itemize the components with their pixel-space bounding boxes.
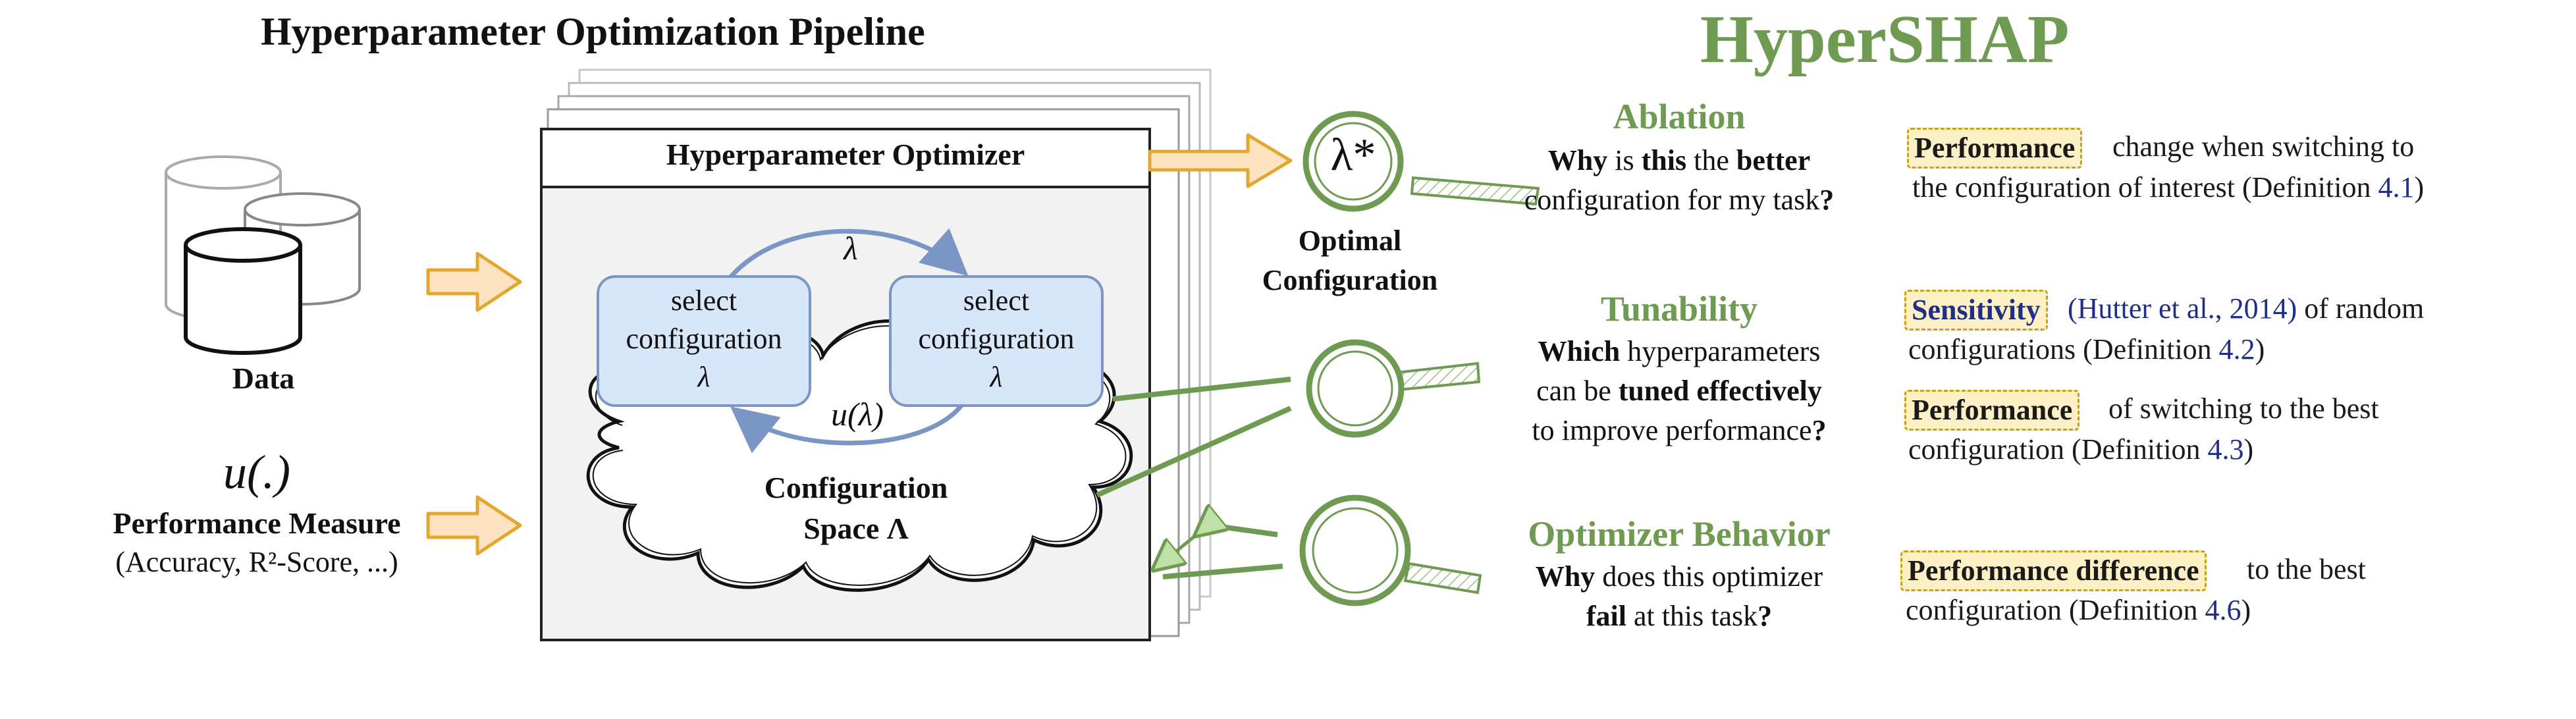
optimal-symbol: λ* <box>1330 130 1376 180</box>
section-title-tunability: Tunability <box>1600 289 1758 329</box>
question-line: Why is this the better <box>1482 141 1877 180</box>
question-segment: does this optimizer <box>1595 560 1823 593</box>
select-box-left <box>597 275 811 407</box>
optimal-label-line-2: Configuration <box>1262 264 1438 296</box>
select-left-line-2: configuration <box>626 323 782 355</box>
definition-sensitivity-tail: ) <box>2255 333 2265 365</box>
question-segment: ? <box>1819 184 1835 216</box>
definition-tunability-line2: configuration (Definition 4.3) <box>1908 431 2253 469</box>
optimal-label-line-1: Optimal <box>1298 225 1402 257</box>
data-input-arrow <box>426 252 522 312</box>
select-box-right-text: select configuration λ <box>890 282 1102 396</box>
question-line: configuration for my task? <box>1482 180 1877 220</box>
question-segment: better <box>1736 144 1811 176</box>
performance-symbol: u(.) <box>223 446 290 498</box>
optimal-output-arrow <box>1148 133 1293 188</box>
question-segment: Which <box>1538 335 1621 367</box>
optimal-label: Optimal Configuration <box>1238 221 1462 300</box>
definition-optimizer-rest: to the best <box>2247 553 2366 585</box>
question-segment: configuration for my task <box>1524 184 1820 216</box>
lambda-arrow <box>729 228 969 279</box>
select-left-line-3: λ <box>697 361 711 393</box>
tunability-connector-2 <box>1096 406 1292 498</box>
definition-ablation-tail: ) <box>2414 171 2425 203</box>
performance-sub: (Accuracy, R²-Score, ...) <box>115 546 398 578</box>
magnifier-optimal-icon <box>1302 111 1540 212</box>
u-lambda-arrow <box>730 404 963 454</box>
arrow-bottom-label: u(λ) <box>831 396 884 433</box>
select-box-left-text: select configuration λ <box>598 282 810 396</box>
definition-tunability-ref[interactable]: 4.3 <box>2207 433 2244 466</box>
question-segment: Why <box>1535 560 1596 593</box>
question-line: can be tuned effectively <box>1482 371 1877 411</box>
optimizer-title: Hyperparameter Optimizer <box>666 138 1025 171</box>
question-segment: ? <box>1758 600 1773 632</box>
question-segment: hyperparameters <box>1620 335 1821 367</box>
performance-label: Performance Measure <box>113 506 401 540</box>
cloud-label: Configuration Space Λ <box>711 467 1001 549</box>
definition-optimizer-line2-text: configuration (Definition <box>1906 594 2205 626</box>
select-left-line-1: select <box>670 284 738 317</box>
select-box-right <box>889 275 1104 407</box>
select-right-line-3: λ <box>990 361 1003 393</box>
question-segment: the <box>1686 144 1736 176</box>
definition-sensitivity-rest: (Hutter et al., 2014) of random <box>2068 290 2424 328</box>
definition-sensitivity-rest-text: of random <box>2297 292 2425 325</box>
highlight-performance-tunability: Performance <box>1904 390 2080 431</box>
arrow-top-label: λ <box>844 230 858 267</box>
definition-ablation-line2-text: the configuration of interest (Definitio… <box>1912 171 2378 203</box>
double-arrow-icon <box>1164 527 1206 561</box>
question-segment: ? <box>1811 414 1827 446</box>
tunability-connector-1 <box>1112 377 1291 402</box>
definition-optimizer-ref[interactable]: 4.6 <box>2205 594 2241 626</box>
select-right-line-1: select <box>963 284 1030 317</box>
question-segment: to improve performance <box>1532 414 1812 446</box>
question-line: to improve performance? <box>1482 411 1877 450</box>
performance-input-arrow <box>426 495 522 556</box>
select-right-line-2: configuration <box>918 323 1075 355</box>
question-segment: at this task <box>1626 600 1758 632</box>
definition-tunability-tail: ) <box>2243 433 2254 466</box>
question-segment: Why <box>1547 144 1608 176</box>
left-title: Hyperparameter Optimization Pipeline <box>261 10 925 53</box>
definition-tunability-rest: of switching to the best <box>2108 392 2379 425</box>
database-icon <box>165 155 361 355</box>
optimizer-connector-2 <box>1211 523 1278 537</box>
question-segment: fail <box>1586 600 1626 632</box>
definition-optimizer-tail: ) <box>2241 594 2251 626</box>
question-segment: is <box>1607 144 1642 176</box>
magnifier-tunability-icon <box>1306 339 1481 438</box>
highlight-performance-difference: Performance difference <box>1900 550 2207 591</box>
definition-optimizer-line2: configuration (Definition 4.6) <box>1906 591 2251 629</box>
definition-sensitivity-cite[interactable]: (Hutter et al., 2014) <box>2068 292 2297 325</box>
definition-sensitivity-ref[interactable]: 4.2 <box>2218 333 2255 365</box>
definition-sensitivity-line2: configurations (Definition 4.2) <box>1908 331 2265 369</box>
section-title-optimizer-behavior: Optimizer Behavior <box>1528 514 1831 554</box>
cloud-label-line-1: Configuration <box>764 471 948 504</box>
highlight-performance-ablation: Performance <box>1907 128 2083 169</box>
definition-ablation-line2: the configuration of interest (Definitio… <box>1912 169 2424 207</box>
question-line: Why does this optimizer <box>1482 557 1877 597</box>
data-label: Data <box>232 361 295 395</box>
definition-ablation-rest: change when switching to <box>2112 130 2415 163</box>
question-segment: this <box>1641 144 1687 176</box>
question-segment: can be <box>1536 375 1619 407</box>
section-title-ablation: Ablation <box>1613 97 1746 136</box>
question-segment: tuned effectively <box>1618 375 1822 407</box>
highlight-sensitivity: Sensitivity <box>1904 290 2048 331</box>
definition-sensitivity-line2-text: configurations (Definition <box>1908 333 2219 365</box>
question-line: Which hyperparameters <box>1482 332 1877 371</box>
cloud-label-line-2: Space Λ <box>803 512 909 545</box>
magnifier-optimizer-icon <box>1299 494 1482 606</box>
right-title: HyperSHAP <box>1700 1 2070 77</box>
question-line: fail at this task? <box>1482 597 1877 636</box>
definition-tunability-line2-text: configuration (Definition <box>1908 433 2208 466</box>
definition-ablation-ref[interactable]: 4.1 <box>2378 171 2415 203</box>
